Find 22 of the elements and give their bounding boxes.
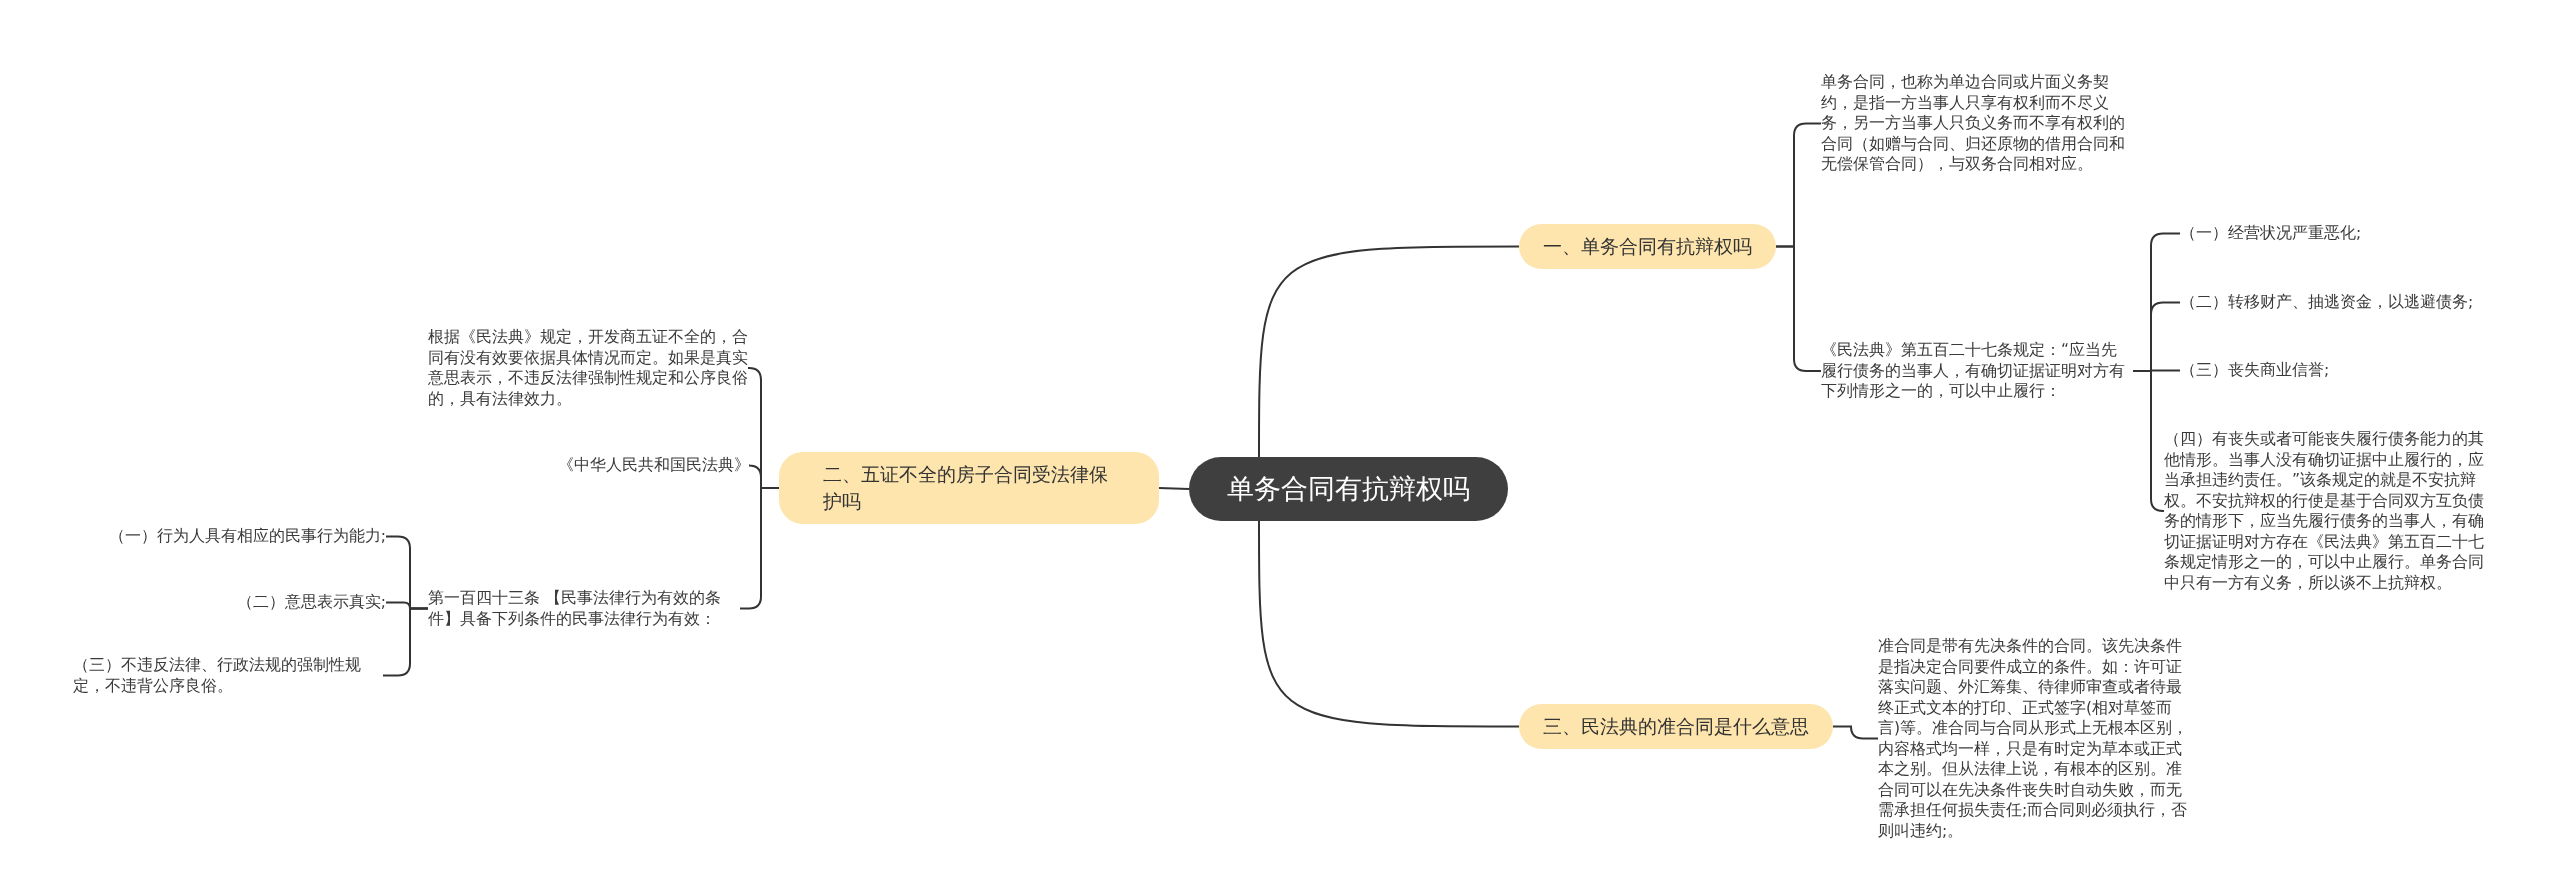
note-text: （三）丧失商业信誉;: [2180, 360, 2330, 381]
connector-line: [2132, 370, 2165, 512]
connector-line: [1158, 487, 1190, 490]
note-text: （一）经营状况严重恶化;: [2180, 223, 2362, 244]
note-text: 准合同是带有先决条件的合同。该先决条件是指决定合同要件成立的条件。如：许可证落实问题、外汇筹集、待律师审查或者待最终正式文本的打印、正式签字(相对草签而言)等。准合同与合同从形式上无根本区别，内容格式均一样，只是有时定为草本或正式本之别。但从法律上说，有根本的区别。准合同可以在先决条件丧失时自动失败，而无需承担任何损失责任;而合同则必须执行，否则叫违约;。: [1878, 636, 2190, 841]
note-text: （二）意思表示真实;: [160, 592, 386, 613]
topic-pill: 三、民法典的准合同是什么意思: [1519, 704, 1833, 749]
note-text: （三）不违反法律、行政法规的强制性规定，不违背公序良俗。: [73, 655, 383, 696]
topic-pill: 一、单务合同有抗辩权吗: [1519, 224, 1776, 269]
connector-line: [1258, 520, 1520, 728]
note-text: 单务合同，也称为单边合同或片面义务契约，是指一方当事人只享有权利而不尽义务，另一方当事人只负义务而不享有权利的合同（如赠与合同、归还原物的借用合同和无偿保管合同），与双务合同相对应。: [1821, 72, 2133, 175]
note-text: （二）转移财产、抽逃资金，以逃避债务;: [2180, 292, 2474, 313]
note-text: （一）行为人具有相应的民事行为能力;: [60, 526, 386, 547]
note-text: 《中华人民共和国民法典》: [530, 455, 750, 476]
note-text: （四）有丧失或者可能丧失履行债务能力的其他情形。当事人没有确切证据中止履行的，应当承担违约责任。”该条规定的就是不安抗辩权。不安抗辩权的行使是基于合同双方互负债务的情形下，应当先履行债务的当事人，有确切证据证明对方存在《民法典》第五百二十七条规定情形之一的，可以中止履行。单务合同中只有一方有义务，所以谈不上抗辩权。: [2164, 429, 2494, 593]
connector-line: [1258, 245, 1520, 458]
note-text: 根据《民法典》规定，开发商五证不全的，合同有没有效要依据具体情况而定。如果是真实意思表示，不违反法律强制性规定和公序良俗的，具有法律效力。: [428, 327, 748, 409]
connector-line: [1832, 725, 1879, 740]
topic-pill: 二、五证不全的房子合同受法律保护吗: [779, 452, 1159, 524]
note-text: 《民法典》第五百二十七条规定：“应当先履行债务的当事人，有确切证据证明对方有下列情形之一的，可以中止履行：: [1821, 340, 2133, 402]
central-topic: 单务合同有抗辩权吗: [1189, 457, 1508, 521]
note-text: 第一百四十三条 【民事法律行为有效的条件】具备下列条件的民事法律行为有效：: [428, 588, 740, 629]
